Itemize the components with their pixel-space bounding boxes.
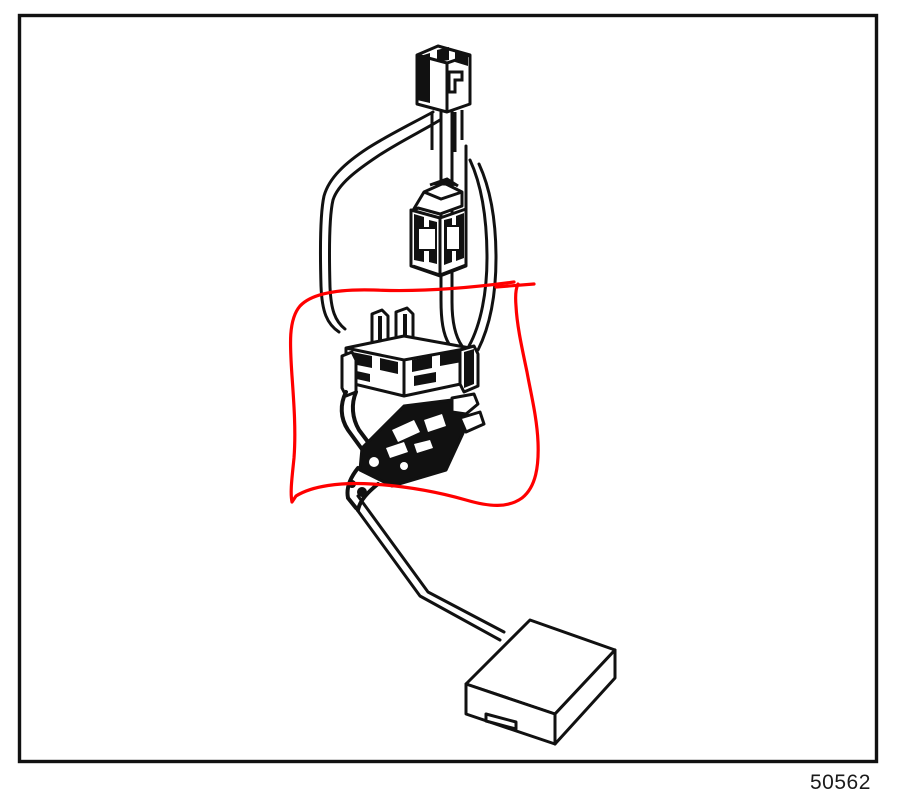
left-wire-loop xyxy=(318,110,442,334)
figure-reference-number: 50562 xyxy=(810,771,871,794)
mounting-bracket xyxy=(340,306,480,398)
hand-drawn-highlight-circle xyxy=(288,280,540,507)
pump-body xyxy=(339,390,486,512)
illustration-border xyxy=(17,13,879,764)
top-connector xyxy=(415,44,472,156)
float-box xyxy=(464,618,617,746)
mid-connector xyxy=(409,177,468,278)
float-arm xyxy=(348,494,506,642)
outer-right-wire xyxy=(467,158,498,352)
